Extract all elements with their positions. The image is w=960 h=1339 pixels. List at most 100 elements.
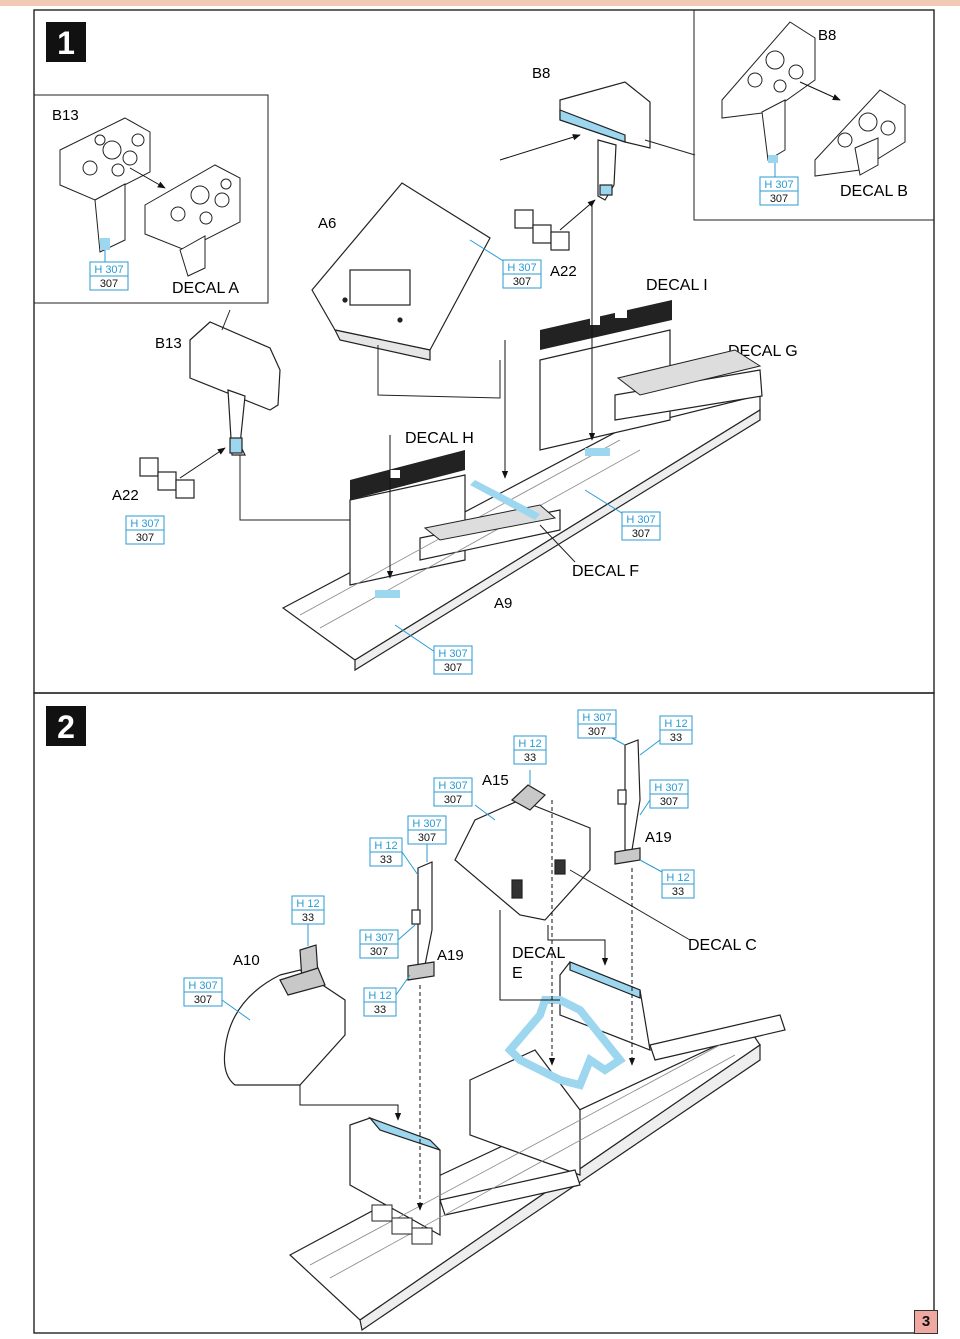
step-2-badge [46,706,86,746]
paint-h307: H 307 [626,514,655,526]
paint-307: 307 [770,193,788,205]
decal-f-plate [423,504,557,541]
paint-callout-a19l-top: H 307 307 [407,815,447,845]
decal-e-outline [504,996,626,1090]
part-label-a19-left: A19 [437,947,464,964]
page-number: 3 [914,1310,938,1334]
paint-33: 33 [302,912,314,924]
paint-callout-a15-top: H 12 33 [513,735,547,765]
part-label-b13-inset: B13 [52,107,79,124]
decal-g-plate [616,349,762,396]
paint-33: 33 [672,886,684,898]
part-a19-left [407,861,435,981]
paint-h307: H 307 [412,818,441,830]
part-label-a19-right: A19 [645,829,672,846]
paint-h12: H 12 [296,898,319,910]
paint-h12: H 12 [666,872,689,884]
paint-h307: H 307 [438,780,467,792]
paint-307: 307 [444,794,462,806]
part-label-a9: A9 [494,595,512,612]
b13-inset: B13 H 307 307 [34,94,269,304]
decal-label-e-line2: E [512,965,523,982]
paint-307: 307 [632,528,650,540]
paint-h307: H 307 [764,179,793,191]
b8-inset: B8 H 307 307 DECAL B [693,10,934,221]
part-label-a15: A15 [482,772,509,789]
part-label-a6: A6 [318,215,336,232]
part-a9-tub [281,329,763,672]
paint-callout-a22-lower: H 307 307 [125,515,165,545]
paint-h307: H 307 [188,980,217,992]
paint-callout-a19l-h12: H 12 33 [369,837,403,867]
paint-h307: H 307 [364,932,393,944]
paint-307: 307 [136,532,154,544]
top-border-stripe [0,0,960,6]
glue-area-a6 [470,480,540,520]
paint-callout-b13: H 307 307 [89,261,129,291]
paint-callout-a9-floor: H 307 307 [433,645,473,675]
paint-33: 33 [380,854,392,866]
paint-h307: H 307 [94,264,123,276]
paint-307: 307 [194,994,212,1006]
part-label-a22-lower: A22 [112,487,139,504]
part-b8 [559,81,651,201]
paint-307: 307 [418,832,436,844]
paint-307: 307 [100,278,118,290]
decal-h-strip [350,450,465,500]
decal-label-b: DECAL B [840,183,908,200]
paint-callout-a19r-h12: H 12 33 [659,715,693,745]
step-1-number: 1 [57,25,75,61]
step-2-number: 2 [57,709,75,745]
paint-h12: H 12 [518,738,541,750]
decal-label-c: DECAL C [688,937,757,954]
part-b13 [189,321,281,456]
part-label-b8: B8 [532,65,550,82]
decal-label-i: DECAL I [646,277,708,294]
glue-area-b8 [585,448,610,456]
paint-307: 307 [513,276,531,288]
paint-callout-a19l-mid: H 307 307 [359,929,399,959]
paint-h307: H 307 [582,712,611,724]
decal-label-a: DECAL A [172,280,239,297]
instrument-panel-b13-front [59,117,151,253]
paint-callout-a10-body: H 307 307 [183,977,223,1007]
paint-callout-a15-body: H 307 307 [433,777,473,807]
part-cockpit-tub [288,961,786,1332]
part-a22-lower [139,457,195,499]
glue-area-b13 [375,590,400,598]
paint-307: 307 [370,946,388,958]
instrument-panel-b13-back [144,164,241,277]
paint-307: 307 [660,796,678,808]
paint-307: 307 [444,662,462,674]
paint-callout-a19r-base: H 12 33 [661,869,695,899]
part-a6 [311,182,491,361]
paint-h307: H 307 [654,782,683,794]
part-a10 [223,944,346,1086]
decal-label-h: DECAL H [405,430,474,447]
decal-i-strip [540,300,672,350]
paint-callout-a6: H 307 307 [502,259,542,289]
step-1-badge [46,22,86,62]
paint-33: 33 [524,752,536,764]
part-label-b13: B13 [155,335,182,352]
part-label-b8-inset: B8 [818,27,836,44]
paint-callout-a9-right: H 307 307 [621,511,661,541]
paint-h12: H 12 [368,990,391,1002]
part-a19-installed [371,1204,433,1245]
part-a19-right [614,739,641,865]
paint-callout-a19r-top: H 307 307 [577,709,617,739]
paint-307: 307 [588,726,606,738]
paint-callout-b8: H 307 307 [759,176,799,206]
decal-label-e-line1: DECAL [512,945,565,962]
part-label-a22-upper: A22 [550,263,577,280]
decal-label-g: DECAL G [728,343,798,360]
paint-h307: H 307 [507,262,536,274]
part-a22-upper [514,209,570,251]
paint-33: 33 [374,1004,386,1016]
paint-h12: H 12 [374,840,397,852]
instrument-panel-b8-back [814,89,906,177]
part-a15 [454,784,591,921]
paint-h307: H 307 [130,518,159,530]
paint-h307: H 307 [438,648,467,660]
